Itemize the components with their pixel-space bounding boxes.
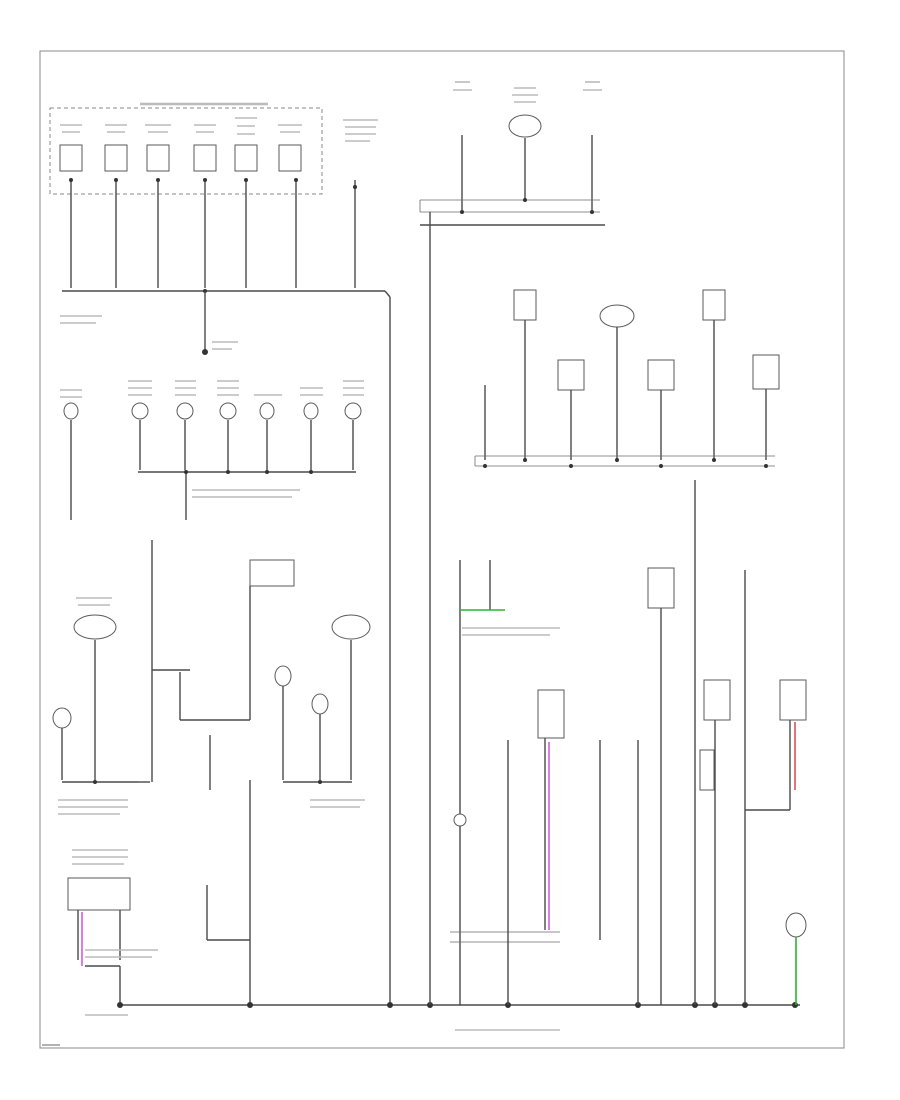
main-ground-bus [117, 1002, 800, 1008]
right-lower-right-group [647, 567, 807, 1007]
lamp-row-wires [70, 420, 356, 520]
relay-2 [104, 124, 128, 172]
lamp-row-left [63, 402, 362, 420]
diagram-frame [39, 50, 845, 1049]
lamp-row-labels [60, 380, 364, 398]
left-tail-lamp-assembly [52, 597, 150, 784]
illegible-caption-marks [42, 315, 560, 1046]
relay-4 [193, 124, 217, 172]
relay-drop-wires [69, 178, 357, 288]
right-middle-components [474, 289, 780, 1005]
relay-1 [59, 124, 83, 172]
relay-6 [278, 124, 302, 172]
center-lamp-group [151, 540, 371, 790]
relay-7-outside [343, 119, 378, 142]
relay-ground-bus [62, 289, 391, 1005]
right-lower-left-group [450, 560, 639, 1005]
lower-center-connector [206, 780, 251, 1005]
relay-3 [145, 124, 171, 172]
lower-left-module [67, 849, 131, 1005]
relay-block-outline [49, 107, 323, 195]
top-right-components [419, 81, 605, 1005]
relay-5 [234, 117, 258, 172]
